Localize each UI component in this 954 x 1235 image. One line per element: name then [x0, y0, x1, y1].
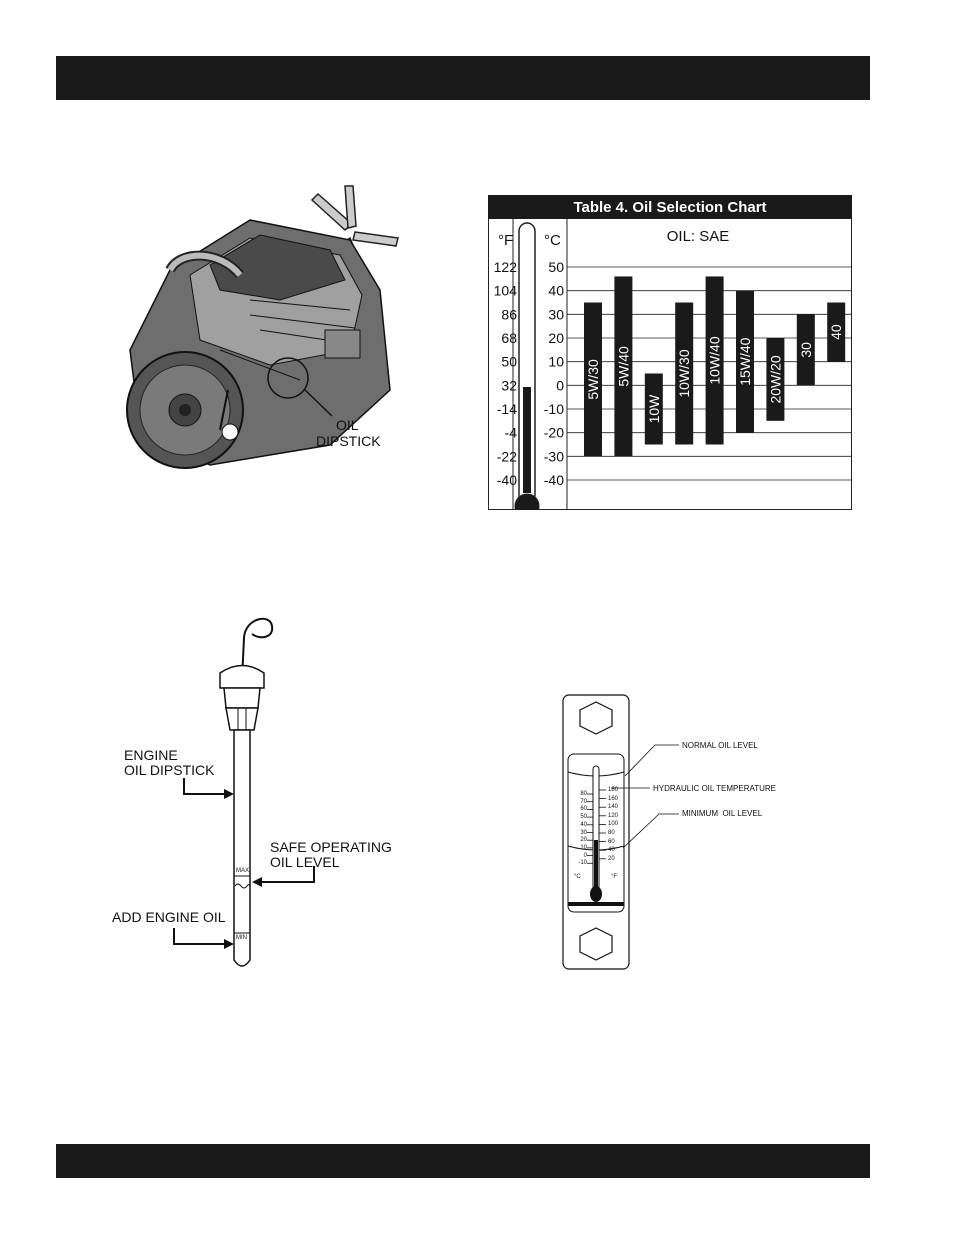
gauge-fahrenheit-value: 180: [608, 787, 619, 793]
gauge-celsius-value: 30: [580, 829, 587, 836]
gauge-celsius-value: 50: [580, 814, 587, 821]
sight-gauge-illustration: NORMAL OIL LEVEL HYDRAULIC OIL TEMPERATU…: [555, 690, 825, 980]
oil-dipstick-callout-line1: OIL: [336, 417, 359, 433]
oil-range-bar: [827, 302, 846, 362]
gauge-celsius-unit: °C: [574, 874, 581, 880]
gauge-celsius-value: 20: [580, 837, 587, 844]
celsius-header: °C: [544, 232, 561, 249]
celsius-ticks: 50 40 30 20 10 0 -10 -20 -30 -40: [544, 259, 564, 488]
gauge-fahrenheit-value: 40: [608, 847, 615, 854]
engine-oil-dipstick-label-1: ENGINE: [124, 747, 178, 763]
header-bar: [56, 56, 870, 100]
normal-oil-level-label: NORMAL OIL LEVEL: [682, 741, 758, 750]
celsius-tick-label: -40: [544, 472, 564, 488]
hydraulic-oil-temperature-label: HYDRAULIC OIL TEMPERATURE: [653, 784, 776, 793]
oil-range-bar: [736, 290, 754, 433]
gauge-fahrenheit-value: 80: [608, 830, 615, 836]
oil-selection-chart: Table 4. Oil Selection Chart °F °C OIL: …: [488, 195, 852, 519]
celsius-tick-label: -10: [544, 401, 564, 417]
top-hex-bolt-icon: [579, 701, 613, 735]
fahrenheit-tick-label: 68: [501, 330, 517, 346]
min-mark: MIN: [236, 935, 247, 941]
engine-oil-dipstick-label-2: OIL DIPSTICK: [124, 762, 215, 778]
fahrenheit-tick-label: 104: [494, 283, 518, 299]
celsius-tick-label: 30: [548, 306, 564, 322]
oil-grade-label: 30: [798, 342, 814, 358]
thermometer-icon: [514, 222, 540, 519]
fahrenheit-tick-label: -14: [497, 401, 517, 417]
oil-chart-svg: Table 4. Oil Selection Chart °F °C OIL: …: [488, 195, 852, 519]
safe-operating-label-1: SAFE OPERATING: [270, 839, 392, 855]
gauge-fahrenheit-value: 60: [608, 838, 615, 845]
fahrenheit-tick-label: -22: [497, 448, 517, 464]
celsius-tick-label: -30: [544, 448, 564, 464]
gauge-fahrenheit-value: 120: [608, 812, 619, 819]
oil-range-bar: [796, 314, 815, 386]
oil-grade-label: 10W: [646, 394, 662, 424]
oil-range-bar: [644, 373, 663, 445]
max-mark: MAX: [236, 868, 250, 874]
chart-title: Table 4. Oil Selection Chart: [573, 199, 766, 216]
engine-drawing: [126, 185, 399, 469]
fahrenheit-tick-label: 32: [501, 377, 517, 393]
oil-grade-label: 10W/40: [707, 336, 723, 384]
oil-grade-label: 40: [828, 324, 844, 340]
oil-range-bar: [705, 276, 724, 445]
celsius-tick-label: 40: [548, 283, 564, 299]
gauge-fahrenheit-value: 20: [608, 855, 615, 862]
add-engine-oil-label: ADD ENGINE OIL: [112, 909, 226, 925]
oil-grade-label: 5W/30: [585, 359, 601, 400]
gauge-fahrenheit-value: 140: [608, 804, 619, 811]
celsius-tick-label: 10: [548, 354, 564, 370]
gauge-celsius-value: 0: [583, 852, 587, 859]
oil-range-bar: [614, 276, 633, 457]
gauge-fahrenheit-value: 100: [608, 821, 619, 828]
celsius-tick-label: 50: [548, 259, 564, 275]
oil-sae-header: OIL: SAE: [667, 228, 730, 245]
oil-range-bar: [675, 302, 694, 445]
oil-range-bar: [584, 302, 602, 457]
minimum-oil-level-label: MINIMUM OIL LEVEL: [682, 809, 763, 818]
oil-grade-label: 10W/30: [676, 349, 692, 397]
dipstick-illustration: ENGINE OIL DIPSTICK SAFE OPERATING OIL L…: [100, 608, 420, 978]
sight-gauge-drawing: [562, 694, 679, 970]
fahrenheit-tick-label: 86: [501, 306, 517, 322]
celsius-tick-label: 0: [556, 377, 564, 393]
gauge-celsius-value: 40: [580, 821, 587, 828]
oil-dipstick-callout-line2: DIPSTICK: [316, 433, 381, 449]
oil-range-bar: [766, 338, 785, 421]
gauge-celsius-value: 60: [580, 806, 587, 813]
oil-grade-label: 20W/20: [767, 355, 783, 403]
fahrenheit-ticks: 122 104 86 68 50 32 -14 -4 -22 -40: [494, 259, 518, 488]
gauge-celsius-value: 10: [580, 844, 587, 851]
fahrenheit-tick-label: 122: [494, 259, 518, 275]
gauge-fahrenheit-value: 160: [608, 795, 619, 802]
fahrenheit-tick-label: 50: [501, 354, 517, 370]
fahrenheit-tick-label: -4: [505, 425, 518, 441]
celsius-tick-label: 20: [548, 330, 564, 346]
gauge-fahrenheit-unit: °F: [611, 874, 618, 880]
bottom-hex-bolt-icon: [579, 927, 613, 961]
gauge-celsius-value: 70: [580, 798, 587, 805]
engine-illustration: OIL DIPSTICK: [100, 180, 420, 480]
oil-ranges: 5W/30 5W/40 10W 10W/30 10W/40 15W/40 20W/20 30 4…: [584, 276, 846, 457]
safe-operating-label-2: OIL LEVEL: [270, 854, 340, 870]
footer-bar: [56, 1144, 870, 1178]
oil-grade-label: 5W/40: [615, 346, 631, 387]
dipstick-drawing: [173, 617, 315, 967]
celsius-tick-label: -20: [544, 425, 564, 441]
oil-grade-label: 15W/40: [737, 337, 753, 385]
fahrenheit-header: °F: [498, 232, 513, 249]
chart-title-band: [488, 195, 852, 219]
fahrenheit-tick-label: -40: [497, 472, 517, 488]
gauge-celsius-value: 80: [580, 791, 587, 797]
gauge-celsius-value: -10: [578, 860, 587, 867]
